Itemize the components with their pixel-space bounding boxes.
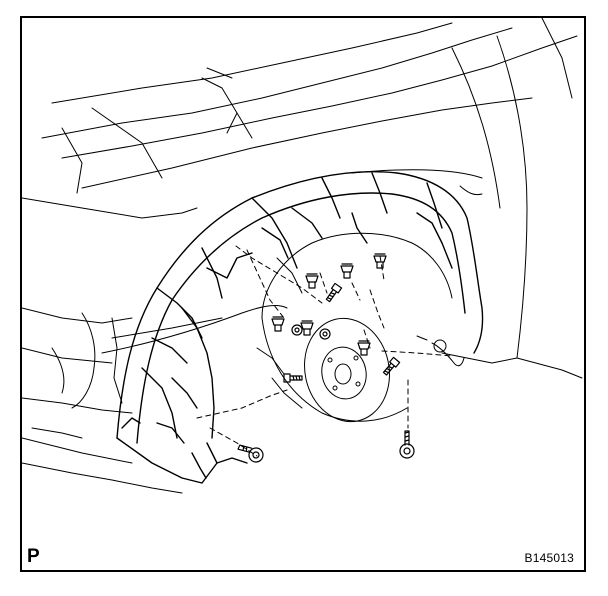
bumper-area (22, 197, 198, 494)
wheel-housing (256, 232, 453, 422)
fender-liner-illustration (22, 18, 583, 494)
fender-panel (351, 18, 583, 379)
fender-liner (116, 171, 484, 484)
diagram-frame: P B145013 (20, 16, 586, 572)
hood-outline (41, 22, 578, 194)
view-label: P (27, 546, 40, 567)
screws (237, 282, 415, 463)
suspension-arm (101, 305, 288, 354)
figure-number: B145013 (524, 551, 574, 565)
assembly-lines (196, 245, 453, 457)
brake-disc (304, 317, 390, 423)
brake-hose (416, 335, 465, 367)
clips (271, 253, 387, 356)
